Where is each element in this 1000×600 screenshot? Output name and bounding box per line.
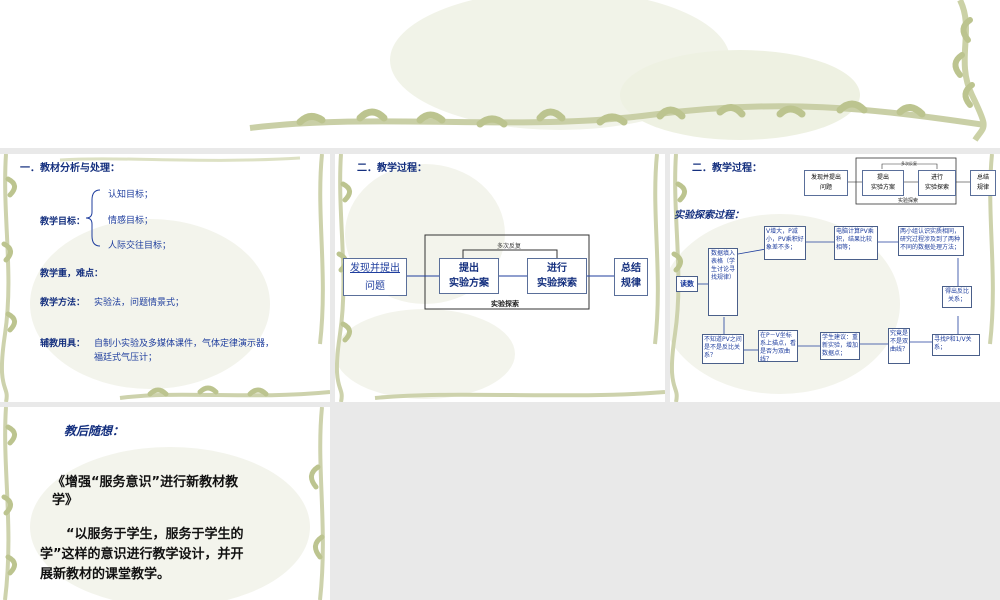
step-label: 规律 — [976, 184, 989, 191]
reflection-body-line2: 学”这样的意识进行教学设计，并开 — [40, 547, 244, 562]
node-fill-table[interactable]: 数据填入表格（学生讨论寻找规律） — [708, 248, 738, 316]
node-student-advice[interactable]: 学生建议：重新实验，增加数据点； — [820, 332, 860, 360]
node-inverse-relation[interactable]: 得出反比关系； — [942, 286, 972, 308]
step-summarize-law[interactable]: 总结 规律 — [614, 258, 648, 296]
reflection-body-line1: “以服务于学生，服务于学生的 — [66, 527, 244, 542]
step-label: 进行 — [547, 263, 567, 274]
mini-flow-lines — [848, 157, 970, 205]
step-discover-problem[interactable]: 发现并提出 问题 — [343, 258, 407, 296]
loop-label: 多次反复 — [497, 243, 522, 250]
vine-decoration — [249, 0, 987, 142]
methods-label: 教学方法： — [40, 298, 86, 308]
reflection-heading-line2: 学》 — [52, 493, 79, 508]
step-label: 问题 — [365, 281, 385, 292]
step-label: 提出 — [876, 174, 889, 181]
mini-step-discover-problem: 发现并提出 问题 — [804, 170, 848, 196]
step-label: 总结 — [976, 174, 989, 181]
step-label: 实验方案 — [870, 184, 895, 191]
node-unknown-relation[interactable]: 不知道PV之间是不是反比关系？ — [702, 334, 744, 364]
node-v-increase[interactable]: V增大，P减小，PV乘积好象差不多； — [764, 226, 806, 260]
exploration-subtitle: 实验探索过程： — [674, 210, 744, 221]
step-label: 问题 — [819, 184, 832, 191]
step-label: 规律 — [621, 278, 641, 289]
reflection-body-line3: 展新教材的课堂教学。 — [40, 567, 171, 582]
focus-label: 教学重，难点： — [40, 269, 104, 279]
goal-emotional: 情感目标； — [108, 216, 154, 226]
slide-experiment-exploration[interactable]: 二．教学过程： 发现并提出 问题 提出 实验方案 进行 实验探索 总结 规律 多… — [670, 154, 1000, 402]
vine-decoration — [1, 407, 325, 600]
top-banner-slide — [0, 0, 1000, 148]
goal-interpersonal: 人际交往目标； — [108, 241, 172, 251]
mini-group-label: 实验探索 — [898, 198, 919, 204]
step-label: 进行 — [930, 174, 943, 181]
slide-title: 二．教学过程： — [692, 163, 762, 174]
node-hyperbola-question[interactable]: 究竟是不是双曲线？ — [888, 328, 910, 364]
tools-value-line2: 福廷式气压计； — [94, 353, 158, 363]
step-label: 发现并提出 — [350, 263, 400, 274]
slide-textbook-analysis[interactable]: 一．教材分析与处理： 教学目标： 认知目标； 情感目标； 人际交往目标； 教学重… — [0, 154, 330, 402]
node-group-compare[interactable]: 两小组认识实质相同，研究过程涉及到了两种不同的数据处理方法； — [898, 226, 964, 256]
mini-step-conduct-experiment: 进行 实验探索 — [918, 170, 956, 196]
step-label: 实验探索 — [924, 184, 949, 191]
slide-title: 教后随想： — [64, 424, 125, 438]
step-conduct-experiment[interactable]: 进行 实验探索 — [527, 258, 587, 294]
group-label: 实验探索 — [491, 300, 519, 308]
teaching-goals-label: 教学目标： — [40, 217, 86, 227]
mini-loop-label: 多次反复 — [901, 161, 917, 166]
methods-value: 实验法，问题情景式； — [94, 298, 185, 308]
node-plot-pv[interactable]: 在P－V坐标系上描点，看是否为双曲线？ — [758, 330, 798, 363]
slide-teaching-process[interactable]: 二．教学过程： 发现并提出 问题 提出 实验方案 进行 实验探索 总结 规律 多… — [335, 154, 665, 402]
node-read-data[interactable]: 读数 — [676, 276, 698, 292]
step-label: 发现并提出 — [810, 174, 841, 181]
tools-value-line1: 自制小实验及多媒体课件，气体定律演示器， — [94, 339, 275, 349]
step-propose-plan[interactable]: 提出 实验方案 — [439, 258, 499, 294]
vine-decoration — [0, 154, 330, 402]
goal-cognitive: 认知目标； — [108, 190, 154, 200]
step-label: 提出 — [459, 263, 479, 274]
step-label: 总结 — [621, 263, 641, 274]
goals-brace — [85, 189, 101, 247]
node-computer-calc[interactable]: 电脑计算PV乘积，结果比较相等； — [834, 226, 878, 260]
mini-step-summarize-law: 总结 规律 — [970, 170, 996, 196]
reflection-heading-line1: 《增强“服务意识”进行新教材教 — [52, 475, 239, 490]
exploration-flow-lines — [696, 241, 959, 351]
slide-title: 二．教学过程： — [357, 163, 427, 174]
process-flow-lines — [407, 234, 614, 310]
slide-title: 一．教材分析与处理： — [20, 163, 120, 174]
step-label: 实验方案 — [449, 278, 489, 289]
slide-reflection[interactable]: 教后随想： 《增强“服务意识”进行新教材教 学》 “以服务于学生，服务于学生的 … — [0, 407, 330, 600]
mini-step-propose-plan: 提出 实验方案 — [862, 170, 904, 196]
node-find-relation[interactable]: 寻找P和1/V关系； — [932, 334, 980, 356]
step-label: 实验探索 — [537, 278, 577, 289]
tools-label: 辅教用具： — [40, 339, 86, 349]
